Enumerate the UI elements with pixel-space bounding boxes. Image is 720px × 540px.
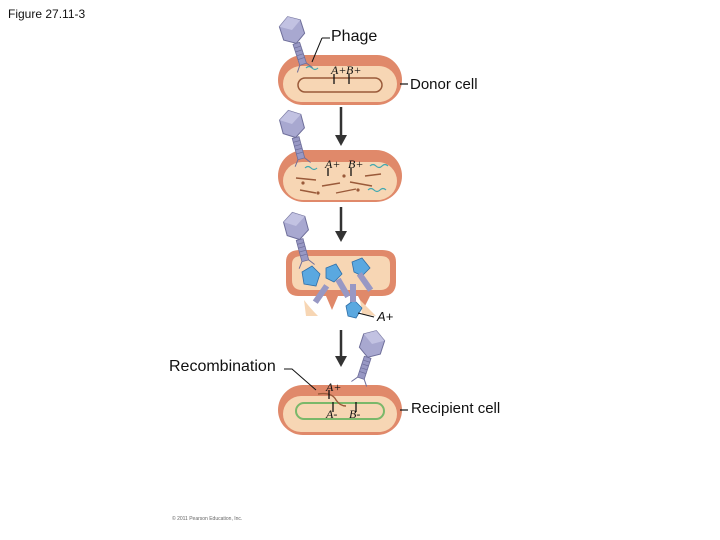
donor-cell-label: Donor cell — [410, 76, 478, 93]
phage-label: Phage — [331, 28, 378, 45]
phage-leader-line — [311, 37, 323, 63]
arrow-down-icon — [335, 330, 347, 367]
phage-dna — [305, 65, 319, 71]
a-plus-leader-line — [357, 312, 375, 318]
gene-label-a-minus: A- — [325, 407, 337, 421]
stage1-donor-cell: A+ B+ — [278, 55, 402, 105]
copyright-text: © 2011 Pearson Education, Inc. — [172, 516, 243, 522]
gene-label-a-plus-2: A+ — [324, 157, 340, 171]
gene-label-b-plus-2: B+ — [348, 157, 363, 171]
stage2-infected-cell: A+ B+ — [278, 150, 402, 202]
figure-title: Figure 27.11-3 — [8, 7, 86, 21]
gene-label-a-plus: A+ — [330, 63, 346, 77]
gene-label-a-plus-donor: A+ — [325, 380, 341, 394]
arrow-down-icon — [335, 107, 347, 146]
phage-icon — [348, 326, 388, 388]
recombination-label: Recombination — [169, 358, 276, 375]
a-plus-fragment-label: A+ — [377, 309, 394, 324]
recombination-leader-line — [284, 368, 317, 391]
arrow-down-icon — [335, 207, 347, 242]
gene-label-b-minus: B- — [349, 407, 360, 421]
stage4-recipient-cell: A+ A- B- — [278, 380, 402, 435]
recipient-cell-label: Recipient cell — [411, 400, 501, 417]
gene-label-b-plus: B+ — [346, 63, 361, 77]
